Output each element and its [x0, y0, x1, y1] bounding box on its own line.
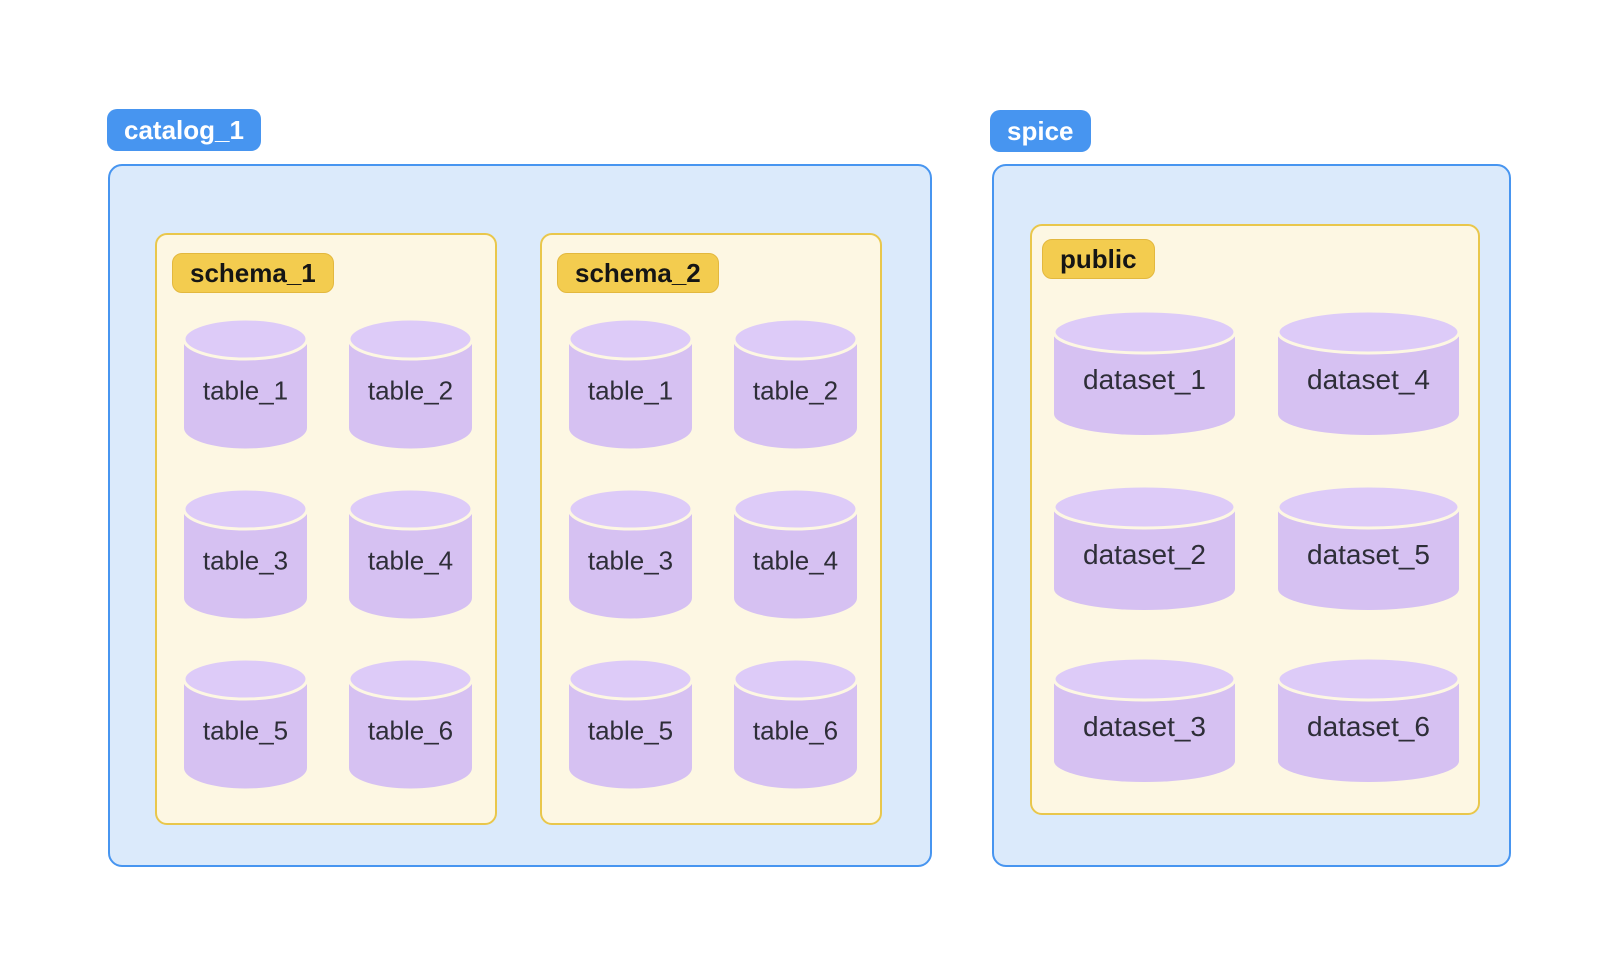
cylinder-label: table_2 [367, 375, 454, 406]
public-dataset-6-cylinder: dataset_6 [1276, 656, 1461, 784]
schema-1-badge: schema_1 [172, 253, 334, 293]
schema-2-badge: schema_2 [557, 253, 719, 293]
catalog-badge: catalog_1 [107, 109, 261, 151]
cylinder-label: table_3 [587, 545, 674, 576]
cylinder-label: dataset_3 [1083, 711, 1206, 742]
spice-badge: spice [990, 110, 1091, 152]
schema-1-box: schema_1 table_1 table_2 table_3 table_4… [155, 233, 497, 825]
cylinder-label: table_2 [752, 375, 839, 406]
schema2-table-6-cylinder: table_6 [732, 657, 859, 790]
schema-2-box: schema_2 table_1 table_2 table_3 table_4… [540, 233, 882, 825]
cylinder-label: dataset_1 [1083, 364, 1206, 395]
catalog-container: schema_1 table_1 table_2 table_3 table_4… [108, 164, 932, 867]
cylinder-label: table_1 [202, 375, 289, 406]
schema1-table-6-cylinder: table_6 [347, 657, 474, 790]
cylinder-label: dataset_6 [1307, 711, 1430, 742]
schema1-table-1-cylinder: table_1 [182, 317, 309, 450]
schema1-table-3-cylinder: table_3 [182, 487, 309, 620]
cylinder-label: table_6 [367, 715, 454, 746]
cylinder-label: table_5 [587, 715, 674, 746]
spice-container: public dataset_1 dataset_4 dataset_2 dat… [992, 164, 1511, 867]
cylinder-label: dataset_4 [1307, 364, 1430, 395]
cylinder-label: dataset_2 [1083, 539, 1206, 570]
schema2-table-3-cylinder: table_3 [567, 487, 694, 620]
public-dataset-5-cylinder: dataset_5 [1276, 484, 1461, 612]
public-badge: public [1042, 239, 1155, 279]
public-dataset-3-cylinder: dataset_3 [1052, 656, 1237, 784]
cylinder-label: dataset_5 [1307, 539, 1430, 570]
schema1-table-5-cylinder: table_5 [182, 657, 309, 790]
public-schema-box: public dataset_1 dataset_4 dataset_2 dat… [1030, 224, 1480, 815]
cylinder-label: table_3 [202, 545, 289, 576]
schema2-table-2-cylinder: table_2 [732, 317, 859, 450]
cylinder-label: table_1 [587, 375, 674, 406]
schema2-table-4-cylinder: table_4 [732, 487, 859, 620]
schema2-table-5-cylinder: table_5 [567, 657, 694, 790]
public-dataset-4-cylinder: dataset_4 [1276, 309, 1461, 437]
cylinder-label: table_4 [752, 545, 839, 576]
schema2-table-1-cylinder: table_1 [567, 317, 694, 450]
cylinder-label: table_5 [202, 715, 289, 746]
cylinder-label: table_6 [752, 715, 839, 746]
schema1-table-2-cylinder: table_2 [347, 317, 474, 450]
schema1-table-4-cylinder: table_4 [347, 487, 474, 620]
cylinder-label: table_4 [367, 545, 454, 576]
public-dataset-1-cylinder: dataset_1 [1052, 309, 1237, 437]
public-dataset-2-cylinder: dataset_2 [1052, 484, 1237, 612]
